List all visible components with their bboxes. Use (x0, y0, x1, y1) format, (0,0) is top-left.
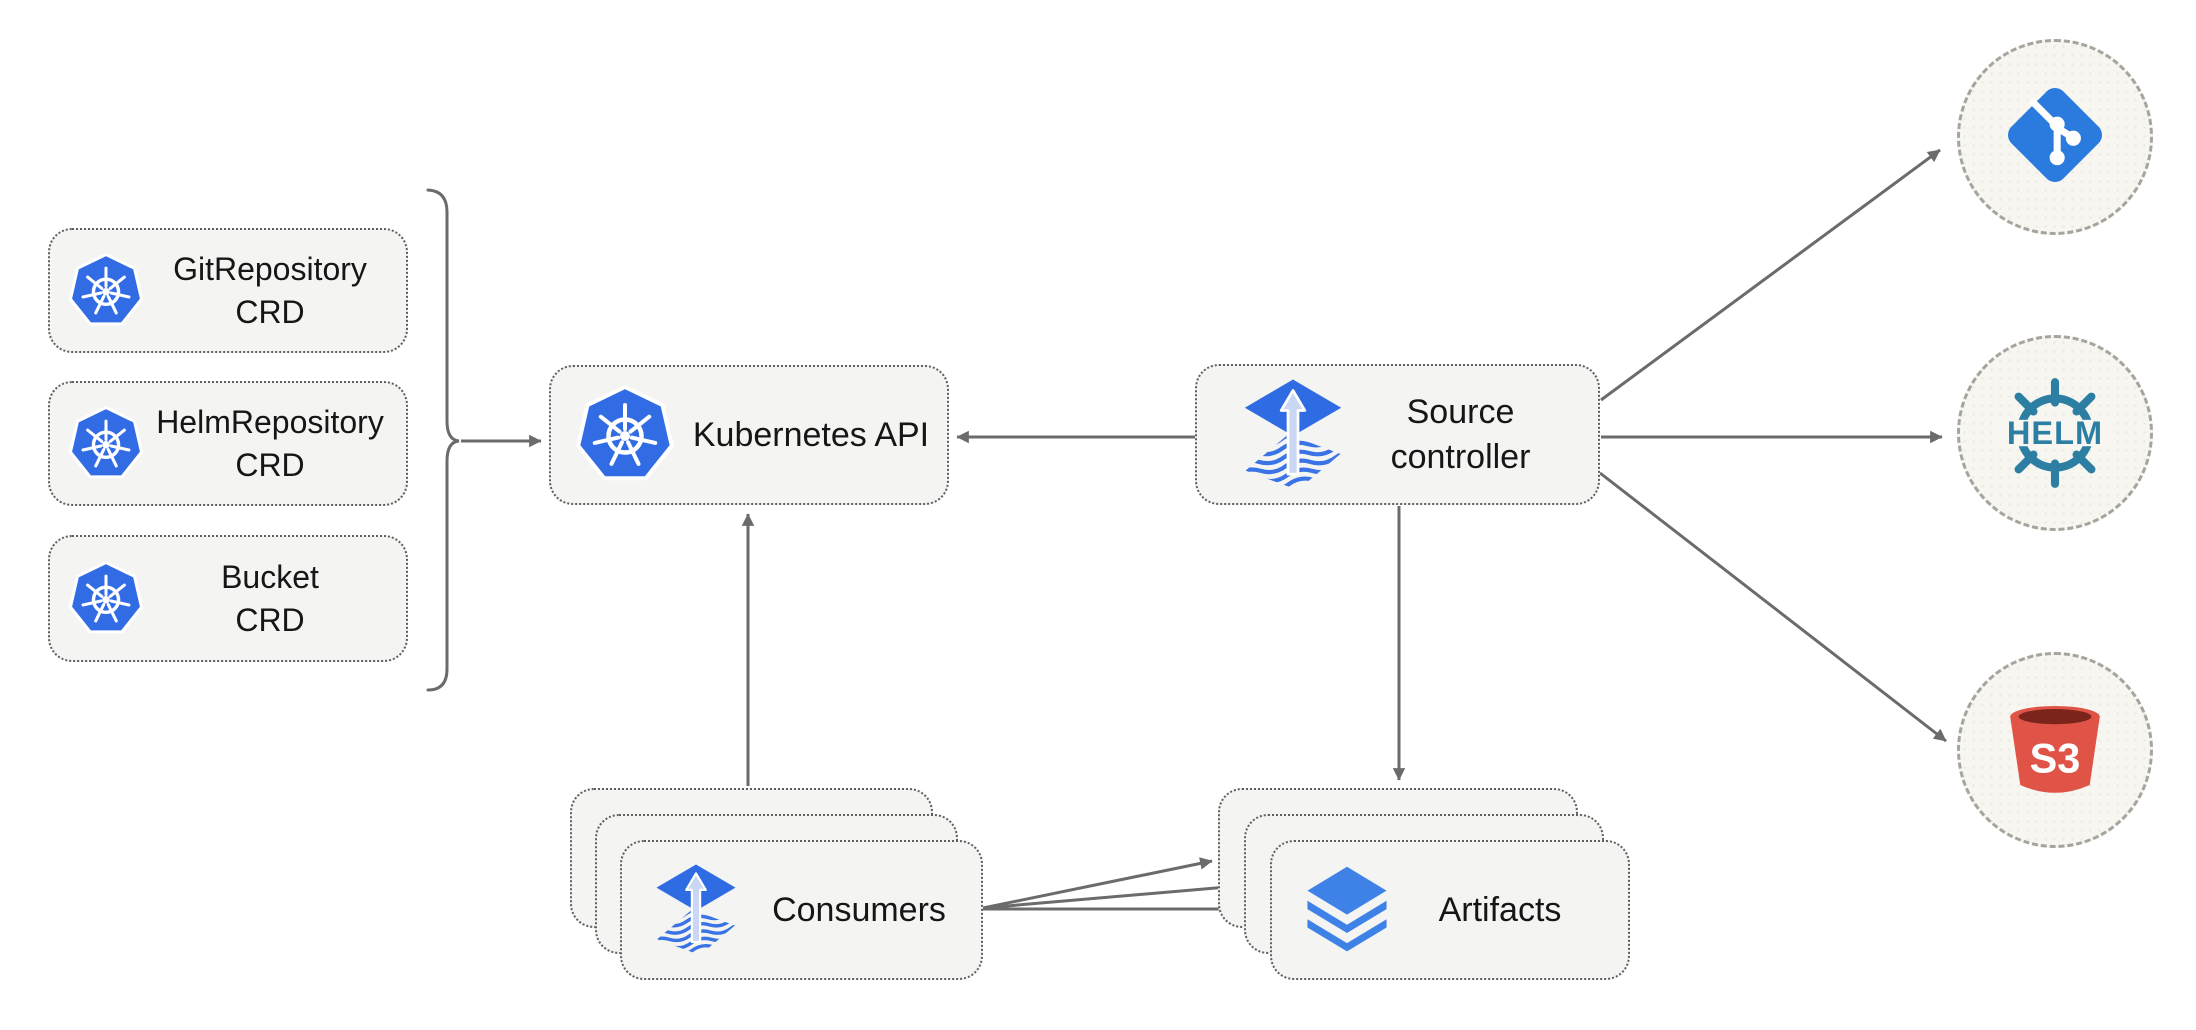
kubernetes-api-label: Kubernetes API (692, 415, 930, 454)
gitrepository-crd-line1: GitRepository (173, 251, 367, 288)
kubernetes-icon (68, 406, 144, 482)
node-label: HelmRepository CRD (144, 401, 406, 485)
flux-icon (1243, 379, 1343, 491)
kubernetes-icon (68, 253, 144, 329)
helm-icon: HELM (1994, 370, 2116, 497)
flux-icon (655, 855, 737, 965)
external-s3: S3 (1957, 652, 2153, 848)
external-helm: HELM (1957, 335, 2153, 531)
helm-label: HELM (2007, 415, 2103, 451)
helmrepository-crd-line2: CRD (235, 446, 305, 483)
s3-bucket-icon: S3 (1999, 692, 2111, 809)
helmrepository-crd-line1: HelmRepository (156, 404, 384, 441)
artifacts-label: Artifacts (1438, 890, 1562, 929)
kubernetes-icon (575, 385, 675, 485)
node-label: GitRepository CRD (144, 248, 406, 332)
gitrepository-crd-line2: CRD (235, 293, 305, 330)
node-source-controller: Source controller (1195, 364, 1600, 505)
kubernetes-icon (68, 561, 144, 637)
source-controller-line2: controller (1390, 437, 1531, 476)
node-artifacts: Artifacts (1270, 840, 1630, 980)
arrow-source-controller-to-git (1600, 148, 1941, 402)
source-controller-line1: Source (1406, 392, 1515, 431)
external-git (1957, 39, 2153, 235)
layers-icon (1296, 864, 1398, 956)
node-consumers: Consumers (620, 840, 983, 980)
node-helmrepository-crd: HelmRepository CRD (48, 381, 408, 506)
bucket-crd-line2: CRD (235, 601, 305, 638)
node-gitrepository-crd: GitRepository CRD (48, 228, 408, 353)
node-label: Bucket CRD (144, 556, 406, 640)
arrow-source-controller-to-s3 (1599, 471, 1947, 743)
node-label: Source controller (1343, 390, 1598, 480)
arrow-consumers-to-artifacts-2 (982, 880, 1240, 910)
arrow-consumers-to-artifacts-1 (982, 857, 1213, 910)
bucket-crd-line1: Bucket (221, 559, 319, 596)
node-bucket-crd: Bucket CRD (48, 535, 408, 662)
s3-label: S3 (2030, 734, 2081, 781)
node-kubernetes-api: Kubernetes API (549, 365, 949, 505)
consumers-label: Consumers (772, 890, 946, 929)
git-icon (2001, 81, 2109, 194)
crds-brace (426, 188, 460, 692)
